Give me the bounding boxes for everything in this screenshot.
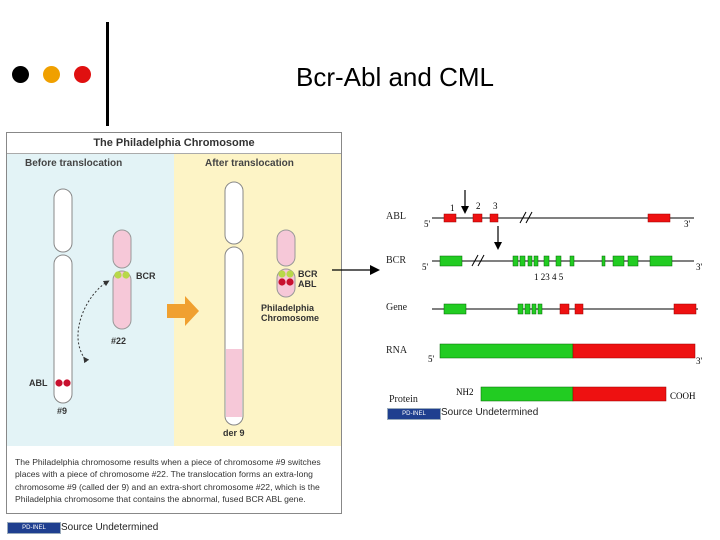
abl-exon-number-3: 3 (493, 201, 498, 211)
abl-label: ABL (29, 378, 48, 388)
bcr-break-mark (477, 254, 485, 267)
fusion-bcr-exon (517, 303, 524, 315)
abl-exon-number-2: 2 (476, 201, 481, 211)
translocation-arrow (167, 296, 199, 326)
chromosome-9-top-arm (53, 188, 73, 253)
bcr-exon (569, 255, 575, 267)
bcr-exon-numbers: 1 23 4 5 (534, 272, 564, 282)
bcr-gene-marker (286, 270, 294, 278)
license-badge[interactable]: PD-INEL (387, 408, 441, 420)
fusion-abl-exon (574, 303, 584, 315)
abl-break-mark (519, 211, 527, 224)
bcr-exon (512, 255, 519, 267)
row-label-rna: RNA (386, 345, 408, 356)
abl-exon-number-1: 1 (450, 203, 455, 213)
chromosome-9-bottom-arm (53, 254, 73, 404)
chromosome-illustration: ABL #9 BCR #22 der 9 BCR ABL Philadelphi… (29, 181, 319, 438)
protein-nh2: NH2 (456, 387, 474, 397)
bcr-exon (527, 255, 533, 267)
der9-top-arm (224, 181, 244, 245)
chromosome-22-bottom-arm (112, 270, 132, 330)
rna-bcr-segment (439, 343, 574, 359)
before-translocation-label: Before translocation (25, 158, 123, 169)
bullet-dot-orange (43, 66, 60, 83)
abl-exon-last (647, 213, 671, 223)
bcr-exon-first (439, 255, 463, 267)
protein-cooh: COOH (670, 391, 696, 401)
abl-break-mark (525, 211, 533, 224)
bcr-label: BCR (136, 271, 156, 281)
fusion-bcr-exon (524, 303, 531, 315)
fusion-abl-exon-last (673, 303, 697, 315)
row-label-protein: Protein (389, 394, 418, 405)
fusion-bcr-exon (443, 303, 467, 315)
bcr-exon (601, 255, 606, 267)
bullet-dot-red (74, 66, 91, 83)
bcr-exon (627, 255, 639, 267)
philadelphia-chromosome-panel: The Philadelphia Chromosome Before trans… (6, 132, 342, 514)
bcr-exon (612, 255, 625, 267)
abl-five-prime: 5' (424, 219, 431, 229)
fusion-abl-label: ABL (298, 279, 317, 289)
bcr-abl-gene-diagram: 1 2 3 5' 3' 1 23 4 5 5' 3' 5' 3' NH2 COO… (422, 190, 703, 402)
after-translocation-label: After translocation (205, 158, 294, 169)
rna-abl-segment (572, 343, 696, 359)
after-translocation-area (174, 154, 341, 446)
abl-gene-marker (286, 278, 294, 286)
fusion-bcr-exon (531, 303, 537, 315)
fusion-bcr-exon (537, 303, 543, 315)
abl-three-prime: 3' (684, 219, 691, 229)
bcr-break-mark (471, 254, 479, 267)
chromosome-22-label: #22 (111, 336, 126, 346)
fusion-bcr-label: BCR (298, 269, 318, 279)
protein-bcr-segment (480, 386, 574, 402)
header-divider (106, 22, 109, 126)
bcr-exon (519, 255, 526, 267)
source-text: Source Undetermined (441, 407, 539, 418)
der9-label: der 9 (223, 428, 245, 438)
chromosome-9-label: #9 (57, 406, 67, 416)
abl-exon-1 (443, 213, 457, 223)
chromosome-22-top-arm (112, 229, 132, 269)
bcr-exon (555, 255, 562, 267)
panel-description: The Philadelphia chromosome results when… (15, 457, 321, 504)
bcr-gene-marker (278, 270, 286, 278)
panel-title-divider (7, 153, 341, 154)
row-label-abl: ABL (386, 211, 406, 222)
philadelphia-label-line1: Philadelphia (261, 303, 315, 313)
protein-abl-segment (572, 386, 667, 402)
der9-translocated-segment (226, 349, 242, 417)
bcr-exon-last (649, 255, 673, 267)
license-badge[interactable]: PD-INEL (7, 522, 61, 534)
slide-title: Bcr-Abl and CML (296, 62, 494, 92)
rna-three-prime: 3' (696, 356, 703, 366)
panel-to-gene-arrow (332, 265, 380, 275)
philadelphia-chromosome-top (276, 229, 296, 267)
swap-arrow (77, 280, 110, 364)
bullet-dot-black (12, 66, 29, 83)
abl-gene-marker (63, 379, 71, 387)
rna-five-prime: 5' (428, 354, 435, 364)
bcr-three-prime: 3' (696, 262, 703, 272)
abl-exon-3 (489, 213, 499, 223)
row-label-bcr: BCR (386, 255, 407, 266)
abl-exon-2 (472, 213, 483, 223)
row-label-gene: Gene (386, 302, 408, 313)
bcr-exon (533, 255, 539, 267)
bcr-gene-marker (114, 271, 122, 279)
bcr-gene-marker (122, 271, 130, 279)
abl-gene-marker (55, 379, 63, 387)
philadelphia-label-line2: Chromosome (261, 313, 319, 323)
source-text: Source Undetermined (61, 522, 159, 533)
panel-title: The Philadelphia Chromosome (93, 137, 255, 149)
bcr-exon (543, 255, 550, 267)
fusion-abl-exon (559, 303, 570, 315)
bcr-five-prime: 5' (422, 262, 429, 272)
abl-gene-marker (278, 278, 286, 286)
